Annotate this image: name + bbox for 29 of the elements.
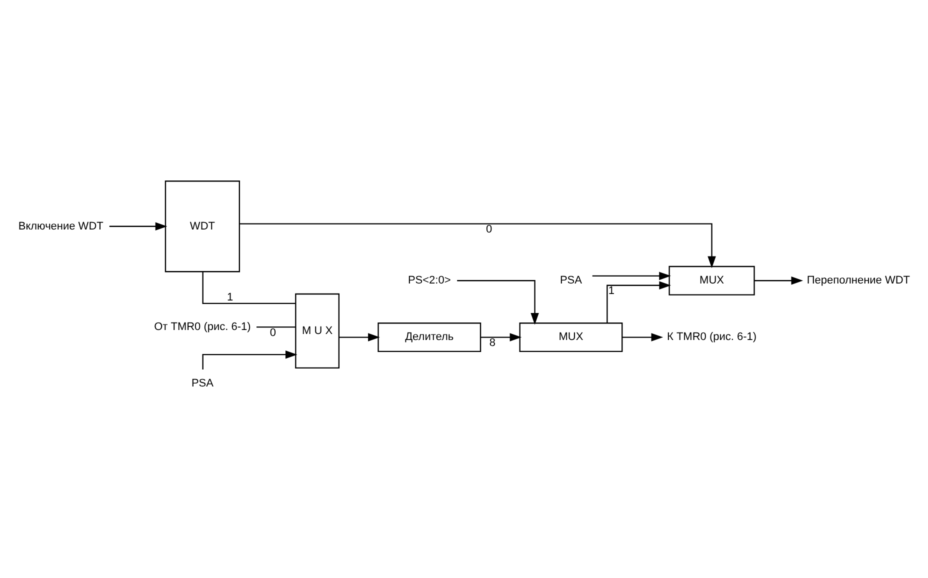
node-text: От TMR0 (рис. 6-1) — [154, 320, 251, 332]
node-text: Включение WDT — [18, 220, 104, 232]
arrow — [202, 350, 298, 369]
connector — [256, 326, 296, 328]
arrow — [592, 271, 671, 280]
connector — [202, 271, 296, 304]
edge-label: 0 — [486, 223, 492, 236]
arrow — [109, 222, 168, 230]
node-box: MUX — [668, 265, 755, 295]
node-box: M U X — [295, 292, 340, 368]
edge-label: 1 — [227, 290, 234, 303]
edge-label: 8 — [489, 336, 496, 349]
node-box: WDT — [164, 180, 240, 272]
node-box: Делитель — [378, 322, 482, 352]
arrow — [622, 332, 664, 341]
node-text: PS<2:0> — [408, 274, 451, 286]
arrow — [240, 222, 716, 268]
arrow — [754, 276, 804, 284]
edge-label: 0 — [270, 326, 276, 338]
arrow — [480, 332, 522, 341]
arrow — [339, 332, 380, 341]
node-text: Переполнение WDT — [806, 274, 910, 286]
node-text: PSA — [560, 274, 582, 286]
edge-label: 1 — [608, 284, 615, 297]
arrow — [606, 280, 672, 323]
node-text: К TMR0 (рис. 6-1) — [666, 330, 757, 343]
node-box: MUX — [519, 322, 623, 352]
node-text: PSA — [191, 377, 214, 390]
arrow — [457, 280, 539, 324]
